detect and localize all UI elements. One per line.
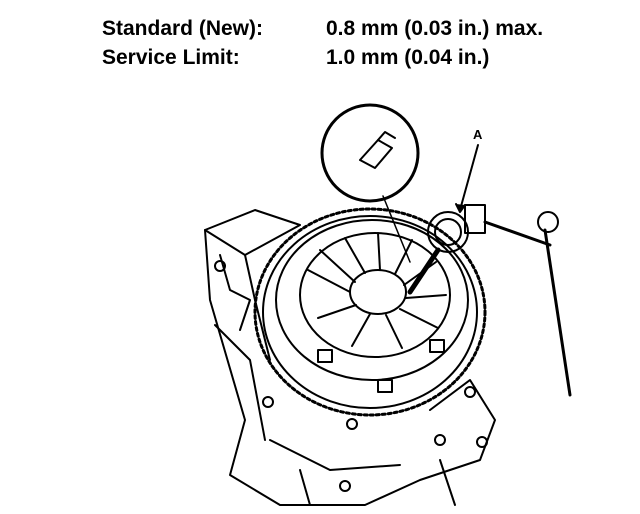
callout-label-a: A — [473, 127, 483, 142]
flywheel-ring-gear — [253, 207, 487, 417]
callout-arrow — [459, 144, 479, 211]
dial-indicator-icon — [407, 204, 572, 397]
spec-label-standard: Standard (New): — [102, 17, 264, 40]
spec-row-standard: Standard (New): 0.8 mm (0.03 in.) max. — [102, 14, 543, 43]
magnified-contact-tip-icon — [320, 103, 420, 263]
spec-value-service-limit: 1.0 mm (0.04 in.) — [326, 46, 490, 69]
pressure-plate — [275, 219, 469, 393]
spec-label-service-limit: Service Limit: — [102, 46, 240, 69]
spec-value-standard: 0.8 mm (0.03 in.) max. — [326, 17, 544, 40]
specification-block: Standard (New): 0.8 mm (0.03 in.) max. S… — [102, 14, 543, 72]
transmission-housing — [204, 209, 496, 506]
spec-row-service-limit: Service Limit: 1.0 mm (0.04 in.) — [102, 43, 543, 72]
